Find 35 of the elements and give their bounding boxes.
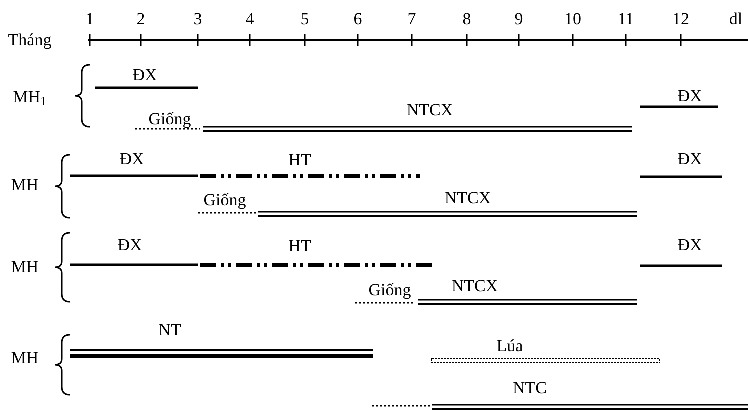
period-label: ĐX [676,150,704,168]
axis-title: Tháng [7,32,53,48]
period-label: Lúa [496,338,524,354]
period-label: ĐX [118,150,146,168]
month-number: 4 [244,10,256,28]
month-number: 1 [84,10,96,28]
period-label: HT [288,238,312,254]
row-label: MH [10,258,40,276]
row-label: MH$_{1}$ [12,88,48,106]
row-label: MH [10,350,40,366]
period-label: HT [288,152,312,168]
period-label: Giống [368,282,412,298]
month-number: 11 [616,10,636,28]
period-label: Giống [148,110,192,128]
period-label: ĐX [116,236,144,254]
month-number: 5 [300,10,310,28]
period-label: NTCX [444,190,492,206]
period-label: NT [158,322,182,338]
period-label: NTCX [450,278,500,294]
month-number: 3 [192,10,204,28]
month-number: 9 [514,10,524,28]
period-label: NTC [512,380,548,396]
month-number: 7 [406,10,418,28]
month-number: 2 [136,10,146,28]
period-label: ĐX [676,236,704,254]
month-number: 6 [352,10,364,28]
period-label: ĐX [132,66,158,84]
period-label: ĐX [676,88,704,104]
month-number: 10 [564,10,582,28]
period-label: Giống [202,192,248,208]
month-number: 12 [672,10,690,28]
unit-label: dl [728,10,744,28]
month-number: 8 [462,10,472,28]
period-label: NTCX [406,102,454,118]
row-label: MH [10,176,40,194]
